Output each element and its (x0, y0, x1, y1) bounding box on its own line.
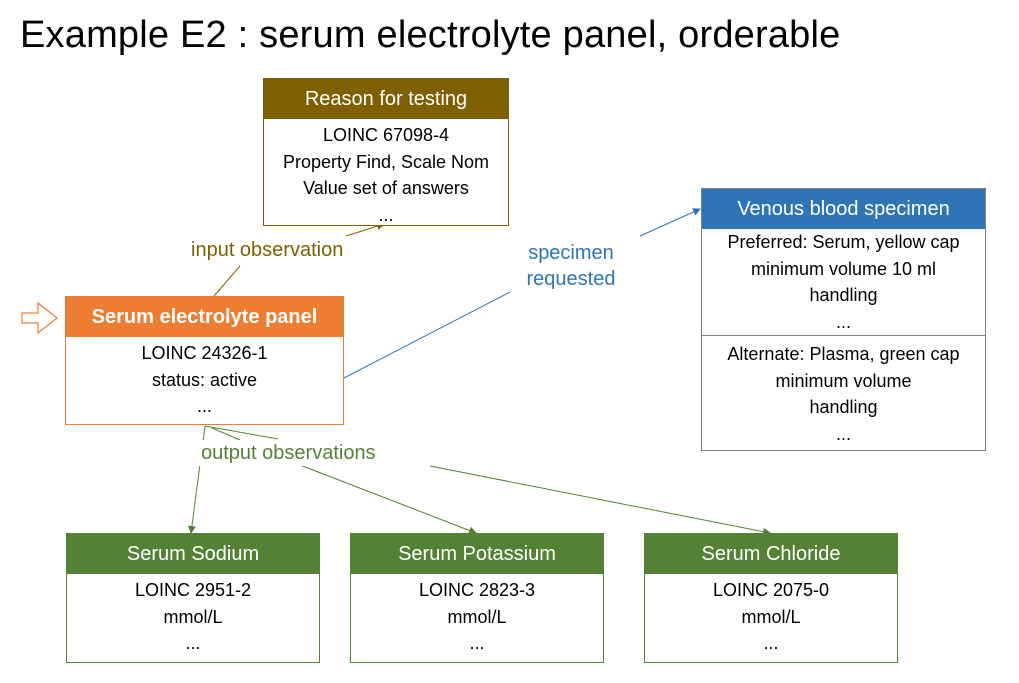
specimen-line: ... (835, 423, 851, 444)
chloride-line: mmol/L (741, 606, 801, 627)
reason-for-testing-box: Reason for testing LOINC 67098-4 Propert… (263, 78, 509, 226)
specimen-alternate: Alternate: Plasma, green cap minimum vol… (702, 335, 985, 447)
specimen-line: minimum volume (775, 370, 912, 391)
potassium-line: ... (469, 633, 485, 653)
potassium-line: mmol/L (447, 606, 507, 627)
output-arrow-potassium (299, 464, 477, 535)
serum-potassium-box: Serum Potassium LOINC 2823-3 mmol/L ... (350, 533, 604, 663)
sodium-header: Serum Sodium (67, 534, 319, 574)
specimen-preferred: Preferred: Serum, yellow cap minimum vol… (702, 229, 985, 335)
panel-line: status: active (151, 369, 258, 390)
specimen-requested-label: specimen requested (511, 240, 631, 292)
sodium-line: LOINC 2951-2 (134, 580, 252, 600)
output-observations-label: output observations (199, 440, 378, 466)
input-observation-label: input observation (191, 239, 344, 261)
reason-line: Property Find, Scale Nom (282, 151, 490, 172)
sodium-body: LOINC 2951-2 mmol/L ... (67, 574, 319, 657)
venous-blood-specimen-box: Venous blood specimen Preferred: Serum, … (701, 188, 986, 451)
potassium-line: LOINC 2823-3 (418, 580, 536, 600)
chloride-body: LOINC 2075-0 mmol/L ... (645, 574, 897, 657)
potassium-body: LOINC 2823-3 mmol/L ... (351, 574, 603, 657)
panel-header: Serum electrolyte panel (66, 297, 343, 337)
specimen-requested-arrow (343, 291, 511, 379)
chloride-header: Serum Chloride (645, 534, 897, 574)
panel-body: LOINC 24326-1 status: active ... (66, 337, 343, 420)
chloride-line: ... (763, 633, 779, 653)
specimen-line: ... (835, 311, 851, 332)
reason-line: Value set of answers (303, 178, 469, 198)
specimen-line: Preferred: Serum, yellow cap (727, 232, 960, 252)
input-observation-arrow (213, 265, 241, 297)
specimen-line: handling (809, 397, 878, 417)
slide-title: Example E2 : serum electrolyte panel, or… (20, 14, 841, 56)
specimen-header: Venous blood specimen (702, 189, 985, 229)
specimen-label-line: specimen (528, 242, 614, 264)
sodium-line: ... (185, 633, 201, 653)
specimen-line: minimum volume 10 ml (750, 258, 937, 279)
specimen-line: handling (809, 285, 878, 305)
chloride-line: LOINC 2075-0 (712, 580, 830, 600)
serum-sodium-box: Serum Sodium LOINC 2951-2 mmol/L ... (66, 533, 320, 663)
output-arrow-panel-stub (204, 425, 279, 440)
potassium-header: Serum Potassium (351, 534, 603, 574)
specimen-label-line: requested (526, 268, 616, 290)
panel-line: LOINC 24326-1 (141, 343, 268, 363)
output-arrow-chloride (429, 465, 771, 536)
panel-line: ... (196, 396, 212, 416)
reason-line: LOINC 67098-4 (322, 125, 450, 145)
sodium-line: mmol/L (163, 606, 223, 627)
reason-header: Reason for testing (264, 79, 508, 119)
specimen-line: Alternate: Plasma, green cap (727, 344, 960, 364)
reason-line: ... (378, 204, 394, 225)
serum-chloride-box: Serum Chloride LOINC 2075-0 mmol/L ... (644, 533, 898, 663)
reason-body: LOINC 67098-4 Property Find, Scale Nom V… (264, 119, 508, 228)
serum-electrolyte-panel-box: Serum electrolyte panel LOINC 24326-1 st… (65, 296, 344, 425)
entry-arrow-icon (21, 301, 58, 335)
